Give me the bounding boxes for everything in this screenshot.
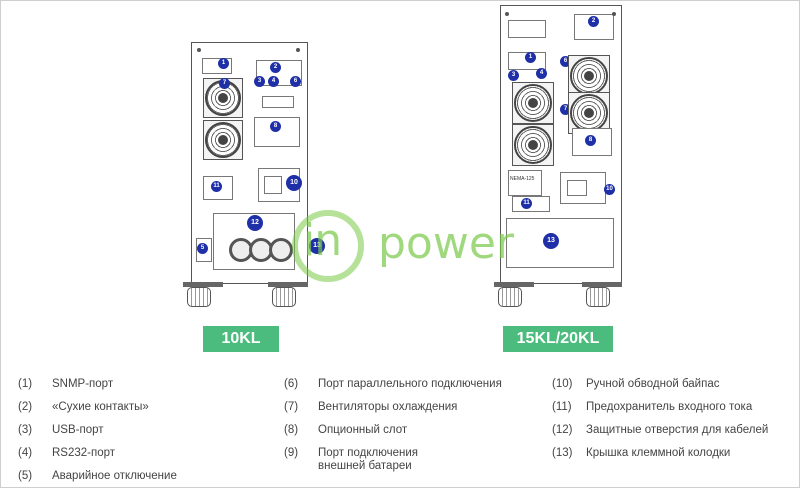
legend-number: (4) (18, 447, 33, 459)
marker-11-right: 11 (521, 198, 532, 209)
legend-number: (5) (18, 470, 33, 482)
legend-number: (2) (18, 401, 33, 413)
legend-number: (12) (552, 424, 573, 436)
logo-suffix: power (378, 218, 514, 269)
legend-text: USB-порт (52, 424, 104, 436)
marker-12-left: 12 (247, 215, 263, 231)
cable-hole-icon (269, 238, 293, 262)
legend-text-line-1: Порт подключения (318, 447, 418, 459)
legend-number: (11) (552, 401, 572, 413)
logo-ring-icon (292, 210, 364, 282)
caster-base-right-1 (494, 282, 534, 287)
marker-8-left: 8 (270, 121, 281, 132)
legend-text: Ручной обводной байпас (586, 378, 720, 390)
marker-5-left: 5 (197, 243, 208, 254)
fan-icon (514, 84, 552, 122)
marker-3-right: 3 (508, 70, 519, 81)
nema-socket-box (508, 170, 542, 196)
marker-13-right: 13 (543, 233, 559, 249)
marker-2-right: 2 (588, 16, 599, 27)
legend-number: (8) (284, 424, 299, 436)
caster-wheel-icon (187, 287, 211, 307)
legend-text: Аварийное отключение (52, 470, 177, 482)
marker-8-right: 8 (585, 135, 596, 146)
legend-text: SNMP-порт (52, 378, 114, 390)
legend-text: Крышка клеммной колодки (586, 447, 731, 459)
legend-text: Защитные отверстия для кабелей (586, 424, 769, 436)
screw-icon (505, 12, 509, 16)
legend-number: (1) (18, 378, 33, 390)
legend-text: Порт параллельного подключения (318, 378, 502, 390)
caster-wheel-icon (586, 287, 610, 307)
marker-1-left: 1 (218, 58, 229, 69)
caster-base-left-2 (268, 282, 308, 287)
fan-icon (514, 126, 552, 164)
legend-number: (6) (284, 378, 299, 390)
screw-icon (197, 48, 201, 52)
legend-text: Предохранитель входного тока (586, 401, 753, 413)
marker-4-left: 4 (268, 76, 279, 87)
legend-number: (3) (18, 424, 33, 436)
marker-7-right: 7 (560, 104, 571, 115)
caster-base-left-1 (183, 282, 223, 287)
top-slot-left-right-unit (508, 20, 546, 38)
legend-number: (7) (284, 401, 299, 413)
bypass-switch-left (264, 176, 282, 194)
fan-icon (570, 57, 608, 95)
bypass-switch-right (567, 180, 587, 196)
terminal-cover-right (506, 218, 614, 268)
marker-10-right: 10 (604, 184, 615, 195)
legend-number: (13) (552, 447, 573, 459)
caster-base-right-2 (582, 282, 622, 287)
marker-1-right: 1 (525, 52, 536, 63)
model-label-15kl-20kl: 15KL/20KL (503, 326, 613, 352)
caster-wheel-icon (498, 287, 522, 307)
marker-11-left: 11 (211, 181, 222, 192)
marker-7-left: 7 (219, 78, 230, 89)
logo-prefix: in (303, 215, 342, 266)
legend-number: (9) (284, 447, 299, 459)
marker-4-right: 4 (536, 68, 547, 79)
fan-icon (570, 94, 608, 132)
legend-text: Опционный слот (318, 424, 408, 436)
caster-wheel-icon (272, 287, 296, 307)
screw-icon (296, 48, 300, 52)
marker-6-right: 6 (560, 56, 571, 67)
legend-text: RS232-порт (52, 447, 116, 459)
parallel-port-left (262, 96, 294, 108)
legend-text-line-2: внешней батареи (318, 460, 412, 472)
legend-number: (10) (552, 378, 573, 390)
marker-6-left: 6 (290, 76, 301, 87)
legend-text: «Сухие контакты» (52, 401, 149, 413)
screw-icon (612, 12, 616, 16)
marker-3-left: 3 (254, 76, 265, 87)
fan-icon (205, 122, 241, 158)
marker-10-left: 10 (286, 175, 302, 191)
model-label-10kl: 10KL (203, 326, 279, 352)
nema-label: NEMA-125 (510, 176, 535, 182)
marker-2-left: 2 (270, 62, 281, 73)
legend-text: Вентиляторы охлаждения (318, 401, 458, 413)
